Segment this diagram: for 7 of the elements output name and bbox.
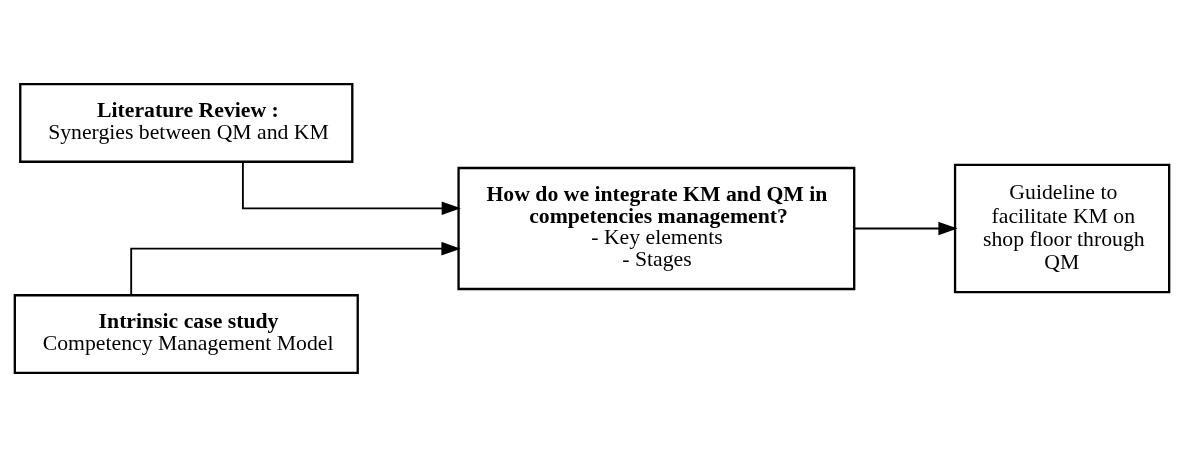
arrow [130,241,461,296]
node-box: Literature Review : Synergies between QM and KM [19,83,354,163]
node-box: Intrinsic case study Competency Management Model [13,294,359,374]
node-box: Guideline to facilitate KM on shop floor through QM [953,163,1171,294]
arrow [241,161,461,216]
arrow [853,221,958,236]
node-box: How do we integrate KM and QM in competencies management? - Key elements - Stages [457,166,856,291]
